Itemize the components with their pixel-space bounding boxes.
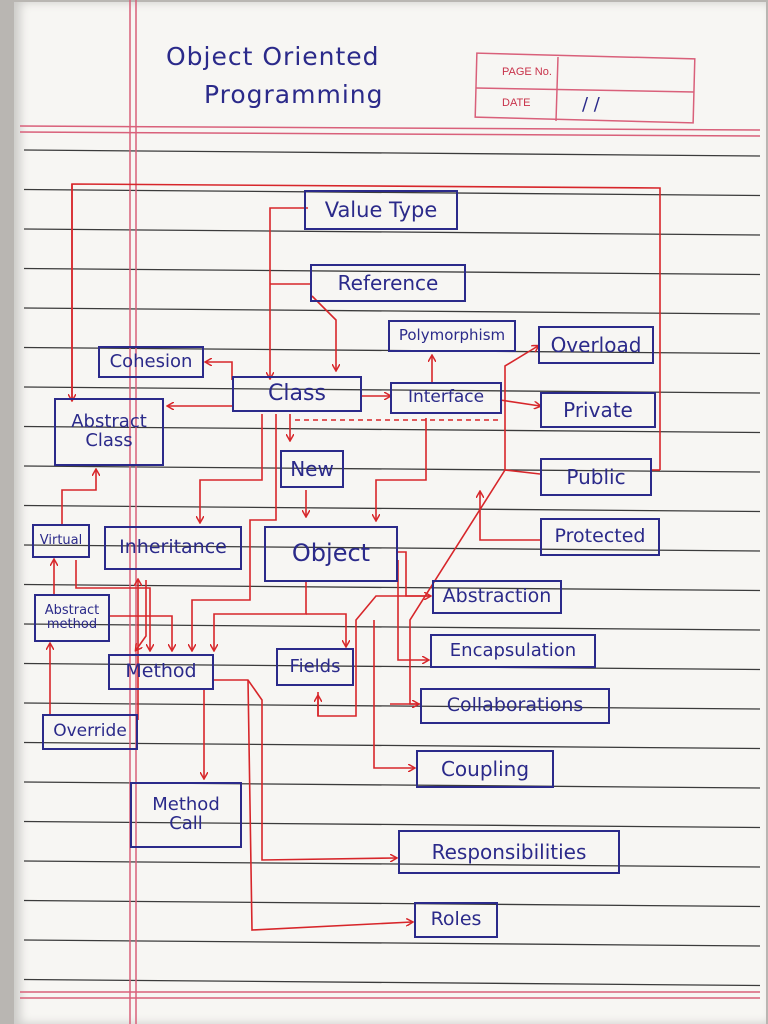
rule-line [23, 978, 761, 987]
node-protected: Protected [540, 518, 660, 556]
node-object: Object [264, 526, 398, 582]
node-override: Override [42, 714, 138, 750]
node-encapsulation: Encapsulation [430, 634, 596, 668]
rule-line [23, 583, 761, 592]
node-class: Class [232, 376, 362, 412]
node-coupling: Coupling [416, 750, 554, 788]
node-abstract-class: Abstract Class [54, 398, 164, 466]
date-label: DATE [502, 97, 531, 109]
node-interface: Interface [390, 382, 502, 414]
node-responsibilities: Responsibilities [398, 830, 620, 874]
page-title-line1: Object Oriented [166, 42, 380, 71]
rule-line [23, 623, 761, 631]
node-abstract-method: Abstract method [34, 594, 110, 642]
rule-line [23, 149, 761, 157]
node-private: Private [540, 392, 656, 428]
node-reference: Reference [310, 264, 466, 302]
node-inheritance: Inheritance [104, 526, 242, 570]
node-fields: Fields [276, 648, 354, 686]
node-method-call: Method Call [130, 782, 242, 848]
page-no-label: PAGE No. [502, 66, 552, 78]
node-value-type: Value Type [304, 190, 458, 230]
date-value: / / [582, 94, 600, 115]
rule-line [23, 504, 761, 513]
rule-line [23, 544, 761, 552]
rule-line [23, 307, 761, 315]
node-overload: Overload [538, 326, 654, 364]
node-polymorphism: Polymorphism [388, 320, 516, 352]
rule-line [23, 939, 761, 947]
node-method: Method [108, 654, 214, 690]
node-collaborations: Collaborations [420, 688, 610, 724]
node-public: Public [540, 458, 652, 496]
node-new: New [280, 450, 344, 488]
page-title-line2: Programming [204, 80, 384, 109]
node-cohesion: Cohesion [98, 346, 204, 378]
node-roles: Roles [414, 902, 498, 938]
rule-line [23, 702, 761, 710]
node-virtual: Virtual [32, 524, 90, 558]
rule-line [23, 899, 761, 908]
rule-line [23, 860, 761, 868]
node-abstraction: Abstraction [432, 580, 562, 614]
